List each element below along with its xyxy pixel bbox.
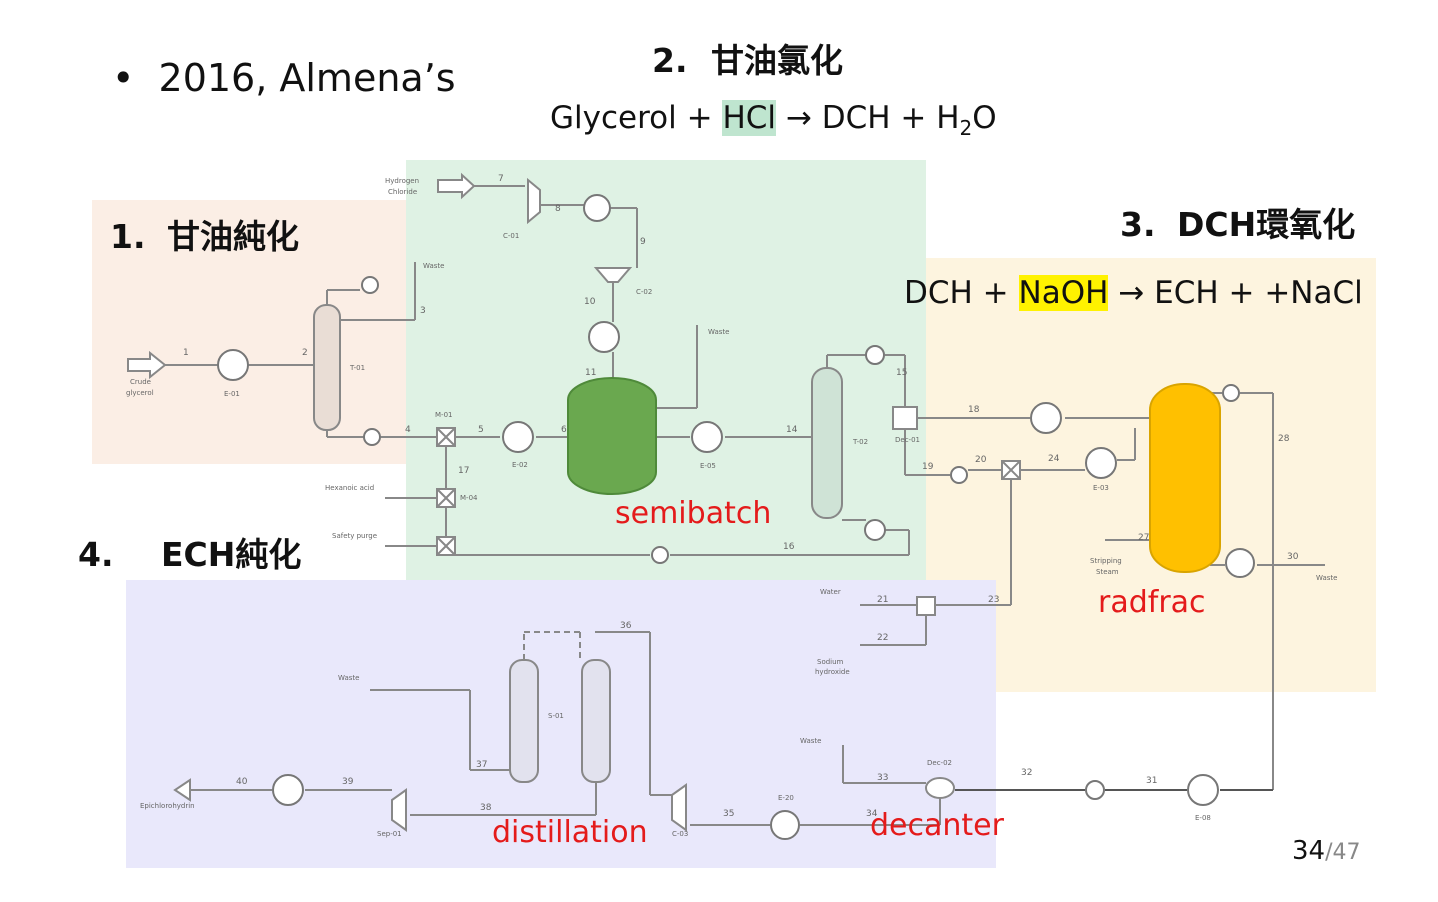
svg-text:Waste: Waste [423, 262, 444, 270]
svg-text:14: 14 [786, 425, 798, 435]
svg-text:31: 31 [1146, 776, 1157, 786]
page-number: 34/47 [1292, 836, 1361, 866]
svg-text:19: 19 [922, 462, 934, 472]
svg-text:9: 9 [640, 237, 646, 247]
semibatch-reactor [567, 377, 657, 495]
radfrac-label: radfrac [1098, 585, 1206, 620]
svg-text:Sep-01: Sep-01 [377, 830, 402, 838]
svg-text:18: 18 [968, 405, 980, 415]
svg-text:Water: Water [820, 588, 841, 596]
hcl-highlight: HCl [722, 100, 777, 136]
svg-text:E-01: E-01 [224, 390, 240, 398]
svg-text:E-03: E-03 [1093, 484, 1109, 492]
svg-text:34: 34 [866, 809, 878, 819]
svg-text:8: 8 [555, 204, 561, 214]
svg-text:24: 24 [1048, 454, 1060, 464]
svg-text:4: 4 [405, 425, 411, 435]
svg-text:Waste: Waste [1316, 574, 1337, 582]
svg-text:Waste: Waste [708, 328, 729, 336]
svg-text:35: 35 [723, 809, 734, 819]
bullet-icon: • [112, 56, 135, 100]
svg-text:T-01: T-01 [349, 364, 365, 372]
svg-text:37: 37 [476, 760, 487, 770]
radfrac-column [1149, 383, 1221, 573]
svg-text:Epichlorohydrin: Epichlorohydrin [140, 802, 195, 810]
region-ech-purification [126, 580, 996, 868]
svg-text:C-01: C-01 [503, 232, 519, 240]
svg-text:E-20: E-20 [778, 794, 794, 802]
svg-text:Waste: Waste [800, 737, 821, 745]
svg-text:33: 33 [877, 773, 888, 783]
svg-text:E-05: E-05 [700, 462, 716, 470]
svg-text:32: 32 [1021, 768, 1032, 778]
svg-text:36: 36 [620, 621, 632, 631]
svg-text:Steam: Steam [1096, 568, 1119, 576]
section-3-equation: DCH + NaOH → ECH + +NaCl [904, 275, 1363, 311]
svg-text:21: 21 [877, 595, 888, 605]
svg-text:S-01: S-01 [548, 712, 564, 720]
svg-text:E-08: E-08 [1195, 814, 1211, 822]
header-bullet-line: • 2016, Almena’s [112, 56, 456, 100]
section-2-title: 2. 甘油氯化 [652, 41, 843, 80]
svg-text:17: 17 [458, 466, 469, 476]
section-2-equation: Glycerol + HCl → DCH + H2O [550, 100, 997, 141]
svg-text:hydroxide: hydroxide [815, 668, 850, 676]
svg-text:E-02: E-02 [512, 461, 528, 469]
svg-text:2: 2 [302, 348, 308, 358]
svg-text:1: 1 [183, 348, 189, 358]
svg-text:glycerol: glycerol [126, 389, 154, 397]
svg-text:Safety purge: Safety purge [332, 532, 377, 540]
svg-text:C-03: C-03 [672, 830, 688, 838]
semibatch-label: semibatch [615, 496, 772, 531]
svg-text:T-02: T-02 [852, 438, 868, 446]
svg-text:10: 10 [584, 297, 596, 307]
svg-text:22: 22 [877, 633, 888, 643]
svg-text:5: 5 [478, 425, 484, 435]
svg-text:Waste: Waste [338, 674, 359, 682]
svg-text:3: 3 [420, 306, 426, 316]
svg-text:27: 27 [1138, 533, 1149, 543]
svg-text:Crude: Crude [130, 378, 151, 386]
section-3-title: 3. DCH環氧化 [1120, 205, 1356, 244]
svg-text:20: 20 [975, 455, 987, 465]
svg-text:Chloride: Chloride [388, 188, 417, 196]
svg-text:Hexanoic acid: Hexanoic acid [325, 484, 374, 492]
svg-text:39: 39 [342, 777, 354, 787]
naoh-highlight: NaOH [1018, 275, 1109, 311]
svg-text:15: 15 [896, 368, 907, 378]
svg-text:28: 28 [1278, 434, 1290, 444]
decanter-label: decanter [870, 808, 1004, 843]
svg-text:38: 38 [480, 803, 492, 813]
distillation-label: distillation [492, 815, 648, 850]
section-1-title: 1. 甘油純化 [110, 217, 299, 256]
page-current: 34 [1292, 836, 1326, 866]
svg-text:M-01: M-01 [435, 411, 452, 419]
svg-text:6: 6 [561, 425, 567, 435]
section-4-title: 4. ECH純化 [78, 535, 302, 574]
svg-text:7: 7 [498, 174, 504, 184]
svg-text:16: 16 [783, 542, 795, 552]
svg-text:11: 11 [585, 368, 596, 378]
svg-text:Stripping: Stripping [1090, 557, 1122, 565]
svg-text:30: 30 [1287, 552, 1299, 562]
svg-text:40: 40 [236, 777, 248, 787]
page-total: /47 [1325, 840, 1361, 865]
svg-text:C-02: C-02 [636, 288, 652, 296]
region-glycerol-purification [92, 200, 414, 464]
svg-text:23: 23 [988, 595, 999, 605]
svg-text:M-04: M-04 [460, 494, 478, 502]
svg-text:Hydrogen: Hydrogen [385, 177, 419, 185]
reference-text: 2016, Almena’s [158, 56, 456, 100]
svg-text:Dec-02: Dec-02 [927, 759, 952, 767]
svg-text:Dec-01: Dec-01 [895, 436, 920, 444]
svg-text:Sodium: Sodium [817, 658, 844, 666]
